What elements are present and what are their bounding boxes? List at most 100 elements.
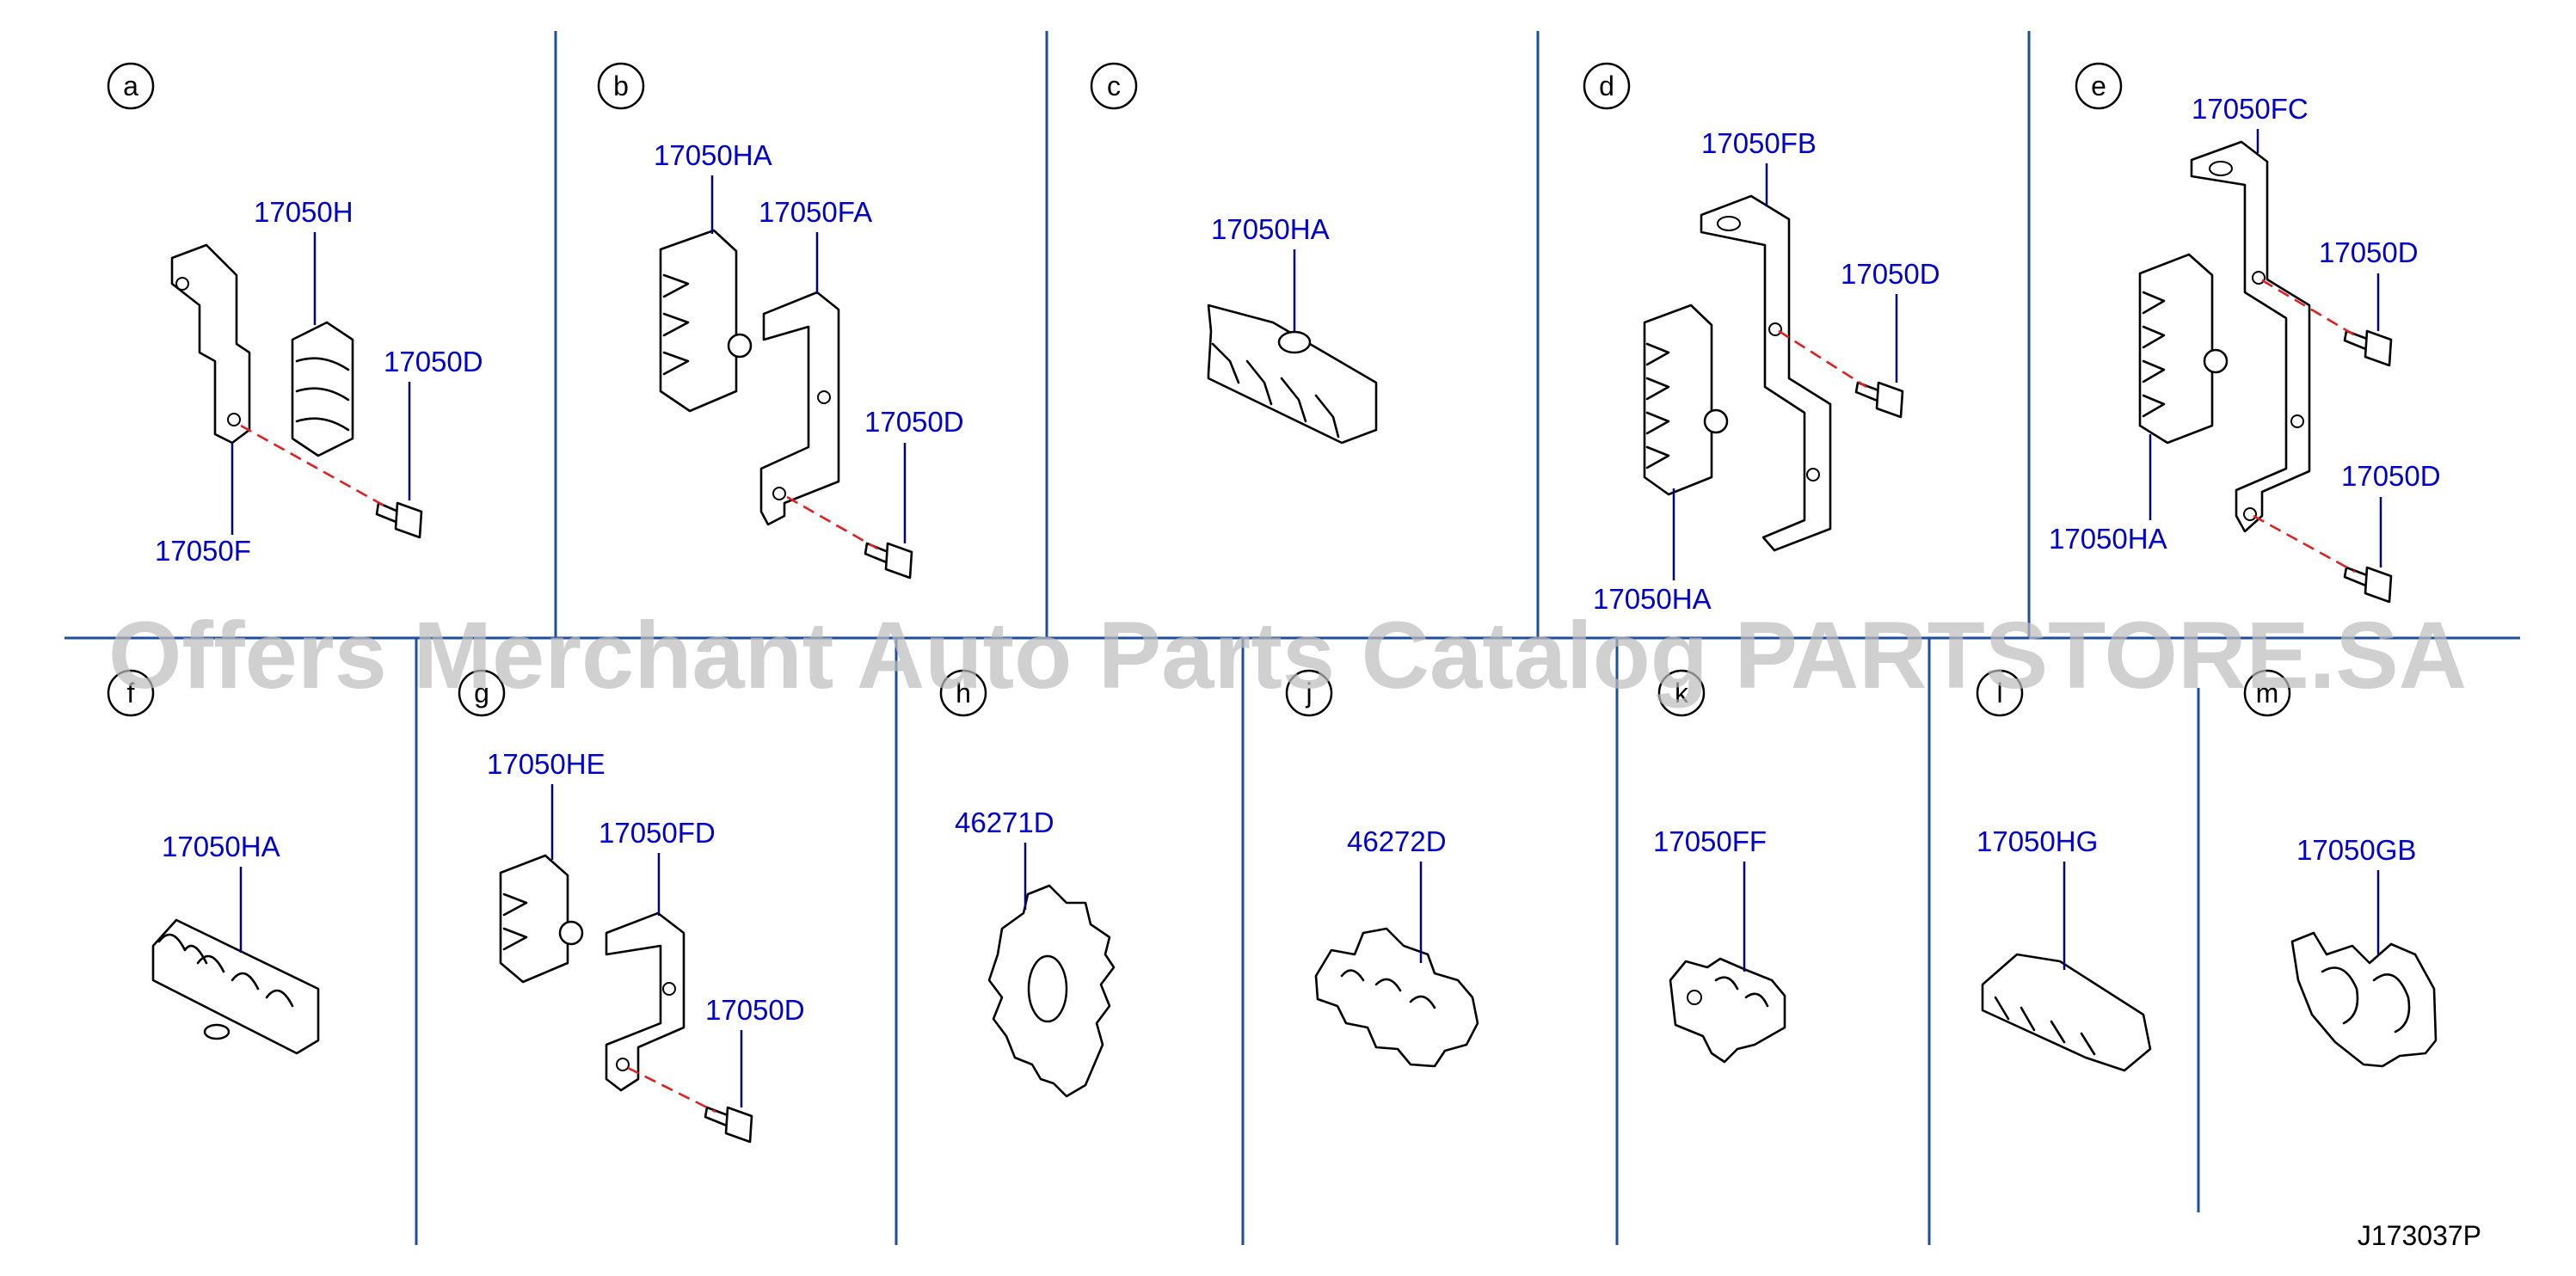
- bracket-part: [759, 291, 840, 526]
- clamp-part: [1981, 953, 2152, 1072]
- panel-letter-circle: [107, 669, 155, 717]
- clip-part: [2290, 931, 2438, 1068]
- part-number-label: 17050GB: [2296, 834, 2416, 866]
- panel-letter: b: [613, 71, 629, 101]
- bolt-part: [704, 1106, 753, 1144]
- grommet-slots: [1340, 969, 1436, 1009]
- bracket-part: [605, 911, 685, 1092]
- part-number-label: 17050FC: [2192, 93, 2309, 125]
- panel-letter: l: [1996, 678, 2002, 709]
- part-number-label: 17050D: [705, 994, 805, 1026]
- clip-slots: [2321, 966, 2411, 1034]
- bolt-alignment-line: [240, 424, 388, 509]
- panel-letter-circle: [2075, 62, 2123, 110]
- bracket-hole: [1806, 468, 1820, 482]
- grommet-hole: [1027, 954, 1068, 1023]
- panel-a: a 17050H 17050D 17050F: [107, 62, 483, 567]
- grid-dividers: [65, 31, 2520, 1245]
- part-number-label: 17050H: [254, 196, 354, 228]
- clamp-stud: [1703, 408, 1729, 434]
- panel-k: k 17050FF: [1653, 669, 1786, 1064]
- clamp-stud: [1277, 330, 1312, 354]
- clamp-stud: [2203, 348, 2229, 374]
- panel-letter-circle: [2243, 669, 2291, 717]
- clip-hole: [1687, 990, 1702, 1005]
- bracket-hole: [1717, 216, 1741, 231]
- panel-letter: a: [123, 71, 138, 101]
- panel-d: d 17050FB 17050D 17050HA: [1583, 62, 1940, 615]
- part-number-label: 17050D: [384, 346, 483, 377]
- clamp-slots: [1994, 996, 2096, 1056]
- panel-letter-circle: [458, 669, 506, 717]
- part-number-label: 17050HA: [1593, 583, 1712, 615]
- clamp-slots: [295, 357, 350, 432]
- panel-e: e 17050FC 17050D 17050D 17050HA: [2049, 62, 2441, 604]
- panel-g: g 17050HE 17050FD 17050D: [458, 669, 805, 1144]
- part-number-label: 17050FA: [759, 196, 872, 228]
- clip-slots: [1714, 976, 1769, 1008]
- bracket-part: [2190, 140, 2311, 533]
- bracket-hole: [227, 413, 241, 426]
- bracket-hole: [772, 487, 786, 500]
- panel-j: j 46272D: [1285, 669, 1479, 1068]
- panel-m: m 17050GB: [2243, 669, 2438, 1068]
- bracket-hole: [817, 390, 831, 404]
- part-number-label: 17050D: [2319, 236, 2419, 268]
- watermark-text: Offers Merchant Auto Parts Catalog PARTS…: [108, 603, 2467, 709]
- part-number-label: 17050D: [1841, 258, 1940, 290]
- panel-letter: c: [1107, 71, 1121, 101]
- part-number-label: 17050FD: [599, 817, 716, 849]
- clamp-part: [2138, 253, 2214, 445]
- panel-letter: m: [2256, 678, 2279, 709]
- clamp-part: [499, 854, 569, 984]
- bracket-hole: [1768, 322, 1782, 336]
- bolt-part: [375, 501, 423, 539]
- part-number-label: 17050FF: [1653, 825, 1767, 857]
- clamp-stud: [727, 333, 753, 359]
- bolt-part: [2343, 566, 2393, 604]
- bracket-hole: [2290, 414, 2304, 428]
- panel-b: b 17050HA 17050FA 17050D: [597, 62, 964, 580]
- panel-letter-circle: [1583, 62, 1631, 110]
- panel-h: h 46271D: [939, 669, 1116, 1098]
- panel-letter: j: [1305, 678, 1312, 709]
- clamp-slots: [2142, 291, 2166, 418]
- bracket-hole: [616, 1058, 630, 1071]
- bolt-alignment-line: [627, 1066, 716, 1113]
- clamp-slots: [157, 933, 294, 1008]
- panel-letter: h: [956, 678, 971, 709]
- bracket-part: [170, 243, 251, 445]
- bracket-hole: [2243, 507, 2257, 521]
- bracket-hole: [2252, 271, 2266, 285]
- panel-letter-circle: [107, 62, 155, 110]
- clamp-slots: [502, 893, 528, 951]
- bolt-part: [1854, 381, 1904, 419]
- bolt-alignment-line: [786, 495, 878, 550]
- panel-letter-circle: [1285, 669, 1333, 717]
- bolt-alignment-line: [2253, 514, 2356, 574]
- panel-letter-circle: [597, 62, 645, 110]
- panel-letter: f: [127, 678, 135, 709]
- panel-letter: g: [474, 678, 489, 709]
- bolt-part: [2343, 329, 2393, 367]
- clip-part: [1669, 957, 1786, 1064]
- clamp-slots: [662, 273, 690, 376]
- bracket-hole: [175, 277, 189, 291]
- panel-c: c 17050HA: [1090, 62, 1378, 445]
- part-number-label: 17050F: [155, 535, 251, 567]
- panel-letter-circle: [1090, 62, 1138, 110]
- panel-letter-circle: [1976, 669, 2024, 717]
- panel-f: f 17050HA: [107, 669, 320, 1055]
- panel-letter: d: [1599, 71, 1614, 101]
- clamp-stud: [203, 1023, 231, 1040]
- panel-letter-circle: [939, 669, 987, 717]
- part-number-label: 17050HA: [2049, 523, 2167, 555]
- part-number-label: 17050HG: [1977, 825, 2098, 857]
- bolt-alignment-line: [1778, 329, 1867, 389]
- bracket-hole: [662, 982, 676, 996]
- part-number-label: 17050HE: [487, 748, 606, 780]
- bracket-part: [1700, 194, 1832, 552]
- clamp-stud: [558, 920, 584, 946]
- part-number-label: 17050D: [2341, 460, 2441, 492]
